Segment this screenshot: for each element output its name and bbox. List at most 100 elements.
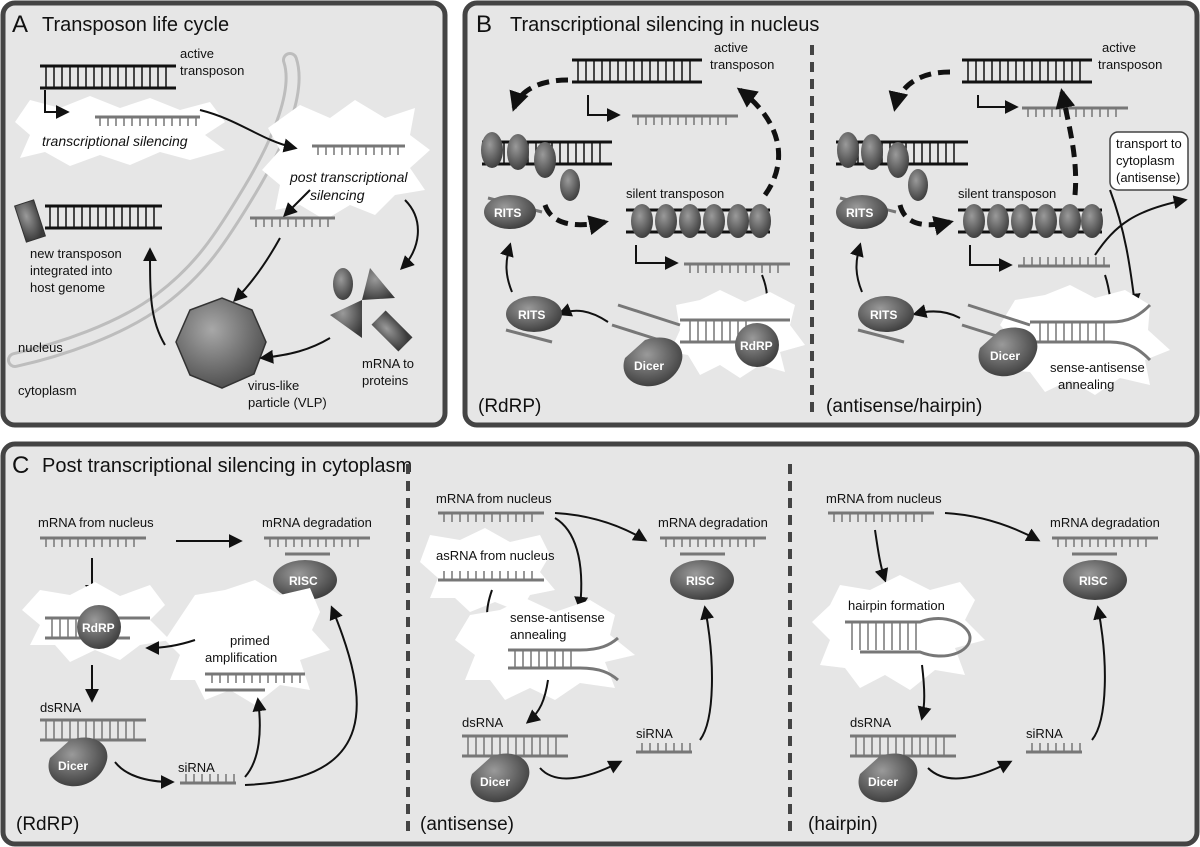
label-proteins: proteins bbox=[362, 373, 409, 388]
rna-strand bbox=[438, 511, 544, 522]
asrna-burst bbox=[420, 528, 555, 612]
label-dsrna: dsRNA bbox=[40, 700, 82, 715]
silenced-dna bbox=[481, 132, 612, 201]
active-transposon-dna bbox=[962, 58, 1092, 84]
rna-strand bbox=[636, 743, 692, 754]
label-sirna: siRNA bbox=[636, 726, 673, 741]
label-antisense: (antisense) bbox=[1116, 170, 1180, 185]
label-sense-antisense: sense-antisense bbox=[1050, 360, 1145, 375]
label-rdrp: RdRP bbox=[740, 339, 773, 353]
label-post-transcriptional: post transcriptional bbox=[289, 169, 408, 185]
transport-label-box bbox=[1109, 131, 1189, 191]
hairpin-rna bbox=[845, 616, 972, 658]
label-risc: RISC bbox=[289, 574, 318, 588]
mode-label: (antisense/hairpin) bbox=[826, 396, 982, 417]
label-vlp: particle (VLP) bbox=[248, 395, 327, 410]
panel-b-title: Transcriptional silencing in nucleus bbox=[510, 14, 819, 36]
mode-label: (antisense) bbox=[420, 814, 514, 835]
risc-complex bbox=[670, 560, 734, 600]
rna-strand bbox=[40, 536, 146, 547]
label-mrna-from-nucleus: mRNA from nucleus bbox=[826, 491, 942, 506]
label-hairpin-formation: hairpin formation bbox=[848, 598, 945, 613]
rna-strand bbox=[632, 114, 738, 125]
label-transport-to: transport to bbox=[1116, 136, 1182, 151]
label-annealing: annealing bbox=[510, 627, 566, 642]
rits-complex-bottom bbox=[506, 296, 562, 332]
label-mrna-from-nucleus: mRNA from nucleus bbox=[436, 491, 552, 506]
post-transcriptional-burst bbox=[262, 100, 430, 220]
rna-strand bbox=[660, 536, 766, 556]
label-mrna-degradation: mRNA degradation bbox=[1050, 515, 1160, 530]
active-transposon-dna bbox=[40, 64, 176, 90]
dicer-enzyme bbox=[978, 327, 1038, 377]
new-transposon-block bbox=[13, 199, 47, 243]
label-host-genome: host genome bbox=[30, 280, 105, 295]
protein-triangle bbox=[330, 300, 362, 338]
panel-a: A Transposon life cycle active transposo… bbox=[0, 0, 448, 428]
rna-strand bbox=[95, 115, 200, 126]
rits-complex-top bbox=[484, 195, 536, 229]
panel-c-letter: C bbox=[12, 452, 29, 479]
mode-label: (RdRP) bbox=[478, 396, 541, 417]
protein-triangle bbox=[362, 268, 395, 300]
rna-strand bbox=[312, 144, 405, 155]
protein-rect bbox=[371, 310, 413, 352]
label-active: active bbox=[1102, 40, 1136, 55]
panel-b-left: active transposon RITS bbox=[478, 40, 805, 417]
dsrna bbox=[462, 734, 568, 758]
rna-strand bbox=[1026, 743, 1082, 754]
label-transcriptional-silencing: transcriptional silencing bbox=[42, 133, 188, 149]
active-transposon-dna bbox=[572, 58, 702, 84]
rna-strand bbox=[505, 328, 553, 344]
label-dsrna: dsRNA bbox=[850, 715, 892, 730]
rna-strand bbox=[1052, 536, 1158, 556]
label-transposon: transposon bbox=[180, 63, 244, 78]
silent-transposon-dna bbox=[958, 204, 1103, 238]
label-sirna: siRNA bbox=[178, 760, 215, 775]
rna-strand bbox=[857, 328, 905, 344]
label-cytoplasm: cytoplasm bbox=[1116, 153, 1175, 168]
silenced-dna bbox=[836, 132, 968, 201]
silent-transposon-dna bbox=[626, 204, 771, 238]
panel-a-title: Transposon life cycle bbox=[42, 14, 229, 36]
panel-c-hairpin: mRNA from nucleus mRNA degradation RISC … bbox=[808, 491, 1160, 835]
rna-strand bbox=[264, 536, 370, 556]
label-rits: RITS bbox=[494, 206, 521, 220]
panel-c-rdrp: mRNA from nucleus mRNA degradation RISC bbox=[16, 515, 372, 835]
label-mrna-from-nucleus: mRNA from nucleus bbox=[38, 515, 154, 530]
rna-strand bbox=[250, 216, 335, 227]
rdrp-enzyme bbox=[735, 323, 779, 367]
rna-strand bbox=[438, 571, 544, 582]
dsrna bbox=[961, 303, 1152, 362]
label-transposon: transposon bbox=[1098, 57, 1162, 72]
label-dicer: Dicer bbox=[868, 775, 898, 789]
panel-b-right: active transposon RITS bbox=[826, 40, 1189, 417]
label-mrna-degradation: mRNA degradation bbox=[262, 515, 372, 530]
rna-strand bbox=[684, 262, 790, 273]
panel-a-letter: A bbox=[12, 11, 28, 38]
mode-label: (hairpin) bbox=[808, 814, 878, 835]
protein-ellipse bbox=[333, 268, 353, 300]
rdrp-enzyme bbox=[77, 605, 121, 649]
mode-label: (RdRP) bbox=[16, 814, 79, 835]
label-rits: RITS bbox=[846, 206, 873, 220]
annealing-burst bbox=[1000, 285, 1170, 395]
rna-strand bbox=[180, 774, 236, 785]
label-dicer: Dicer bbox=[58, 759, 88, 773]
label-amplification: amplification bbox=[205, 650, 277, 665]
label-rdrp: RdRP bbox=[82, 621, 115, 635]
dicer-enzyme bbox=[858, 753, 918, 803]
label-silent-transposon: silent transposon bbox=[626, 186, 724, 201]
label-nucleus: nucleus bbox=[18, 340, 63, 355]
dicer-enzyme bbox=[470, 753, 530, 803]
dsrna bbox=[508, 636, 619, 682]
label-dicer: Dicer bbox=[990, 349, 1020, 363]
label-primed: primed bbox=[230, 633, 270, 648]
label-sense-antisense: sense-antisense bbox=[510, 610, 605, 625]
label-annealing: annealing bbox=[1058, 377, 1114, 392]
label-rits: RITS bbox=[518, 308, 545, 322]
panel-b: B Transcriptional silencing in nucleus a… bbox=[462, 0, 1200, 428]
rits-complex-top bbox=[836, 195, 888, 229]
label-virus-like: virus-like bbox=[248, 378, 299, 393]
